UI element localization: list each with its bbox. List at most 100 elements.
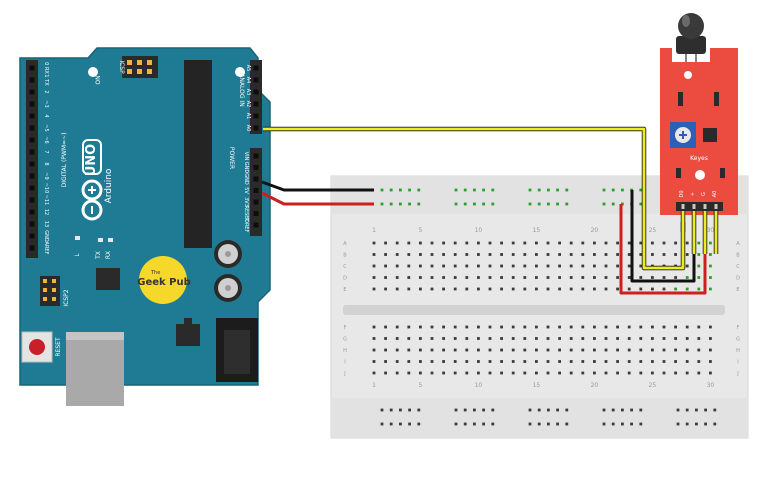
rail-hole [463,188,467,192]
breadboard-hole [627,371,631,375]
digital-pin [29,65,35,71]
breadboard-hole [581,325,585,329]
breadboard-hole [616,253,619,256]
breadboard-hole [500,371,503,375]
digital-pin-label: ~6 [43,136,49,143]
breadboard-hole [674,360,677,363]
breadboard-hole [616,287,619,291]
rail-hole [556,188,559,192]
row-letter: C [343,264,347,270]
rail-hole [528,202,532,206]
analog-pin-label: A4 [245,77,251,84]
breadboard-hole [407,337,411,340]
sensor-header [676,202,723,211]
rail-hole [565,408,569,412]
breadboard-hole [593,337,596,340]
rail-hole [556,422,559,426]
sensor-pin-label: + [690,192,696,196]
breadboard-hole [627,348,631,352]
digital-pin-label: AREF [43,242,49,255]
breadboard-hole [581,264,585,268]
breadboard-hole [384,325,387,329]
rail-hole [380,422,384,426]
breadboard-hole [523,348,527,352]
breadboard-hole [581,371,585,375]
analog-pin [253,101,259,107]
breadboard-hole [639,371,643,375]
geek-pub-sticker: The Geek Pub [137,256,191,304]
rail-hole [602,422,606,426]
breadboard-hole [477,253,480,256]
rail-hole [482,422,485,426]
breadboard-hole [546,253,550,256]
breadboard-hole [384,276,387,279]
breadboard-hole [558,325,561,329]
breadboard-hole [500,264,503,268]
breadboard-hole [662,253,666,256]
breadboard-hole [442,360,445,363]
breadboard-hole [639,264,643,268]
signal-wire-fill [263,127,685,270]
breadboard-hole [662,348,666,352]
breadboard-hole [465,276,469,279]
breadboard-hole [419,360,422,363]
breadboard-hole [477,241,480,245]
breadboard-hole [488,264,492,268]
breadboard-hole [581,360,585,363]
breadboard-hole [419,371,422,375]
digital-pin [29,161,35,167]
rail-hole [556,408,559,412]
rail-hole [565,202,569,206]
breadboard-hole [685,325,689,329]
sensor-pin [692,204,696,209]
breadboard-hole [477,325,480,329]
dc-jack [216,318,258,382]
breadboard-hole [535,276,538,279]
rail-hole [399,188,402,192]
breadboard-hole [558,264,561,268]
breadboard-hole [465,241,469,245]
breadboard-hole [384,348,387,352]
rail-hole [417,188,421,192]
smd-component [720,168,725,178]
breadboard-hole [697,241,701,245]
usb-chip [96,268,120,290]
breadboard-hole [674,348,677,352]
breadboard-hole [569,348,573,352]
breadboard-hole [511,241,515,245]
breadboard-hole [488,348,492,352]
breadboard-hole [616,337,619,340]
breadboard-hole [581,276,585,279]
breadboard-hole [395,287,399,291]
breadboard-hole [685,253,689,256]
breadboard-hole [546,241,550,245]
tx-label: TX [95,251,102,260]
rail-hole [454,408,458,412]
breadboard-hole [511,325,515,329]
rail-hole [639,202,643,206]
rail-hole [389,202,393,206]
rail-hole [463,408,467,412]
breadboard-hole [662,337,666,340]
reset-button[interactable] [21,331,53,363]
breadboard-hole [639,253,643,256]
analog-pin-label: A5 [245,65,251,72]
breadboard-hole [685,264,689,268]
rail-hole [417,202,421,206]
power-pin-label: GND [243,173,249,185]
power-pin [253,176,259,182]
power-pin-label: IOREF [243,218,249,233]
breadboard-hole [569,276,573,279]
analog-pin [253,65,259,71]
row-letter: I [737,360,738,366]
breadboard-hole [453,325,457,329]
digital-pin [29,77,35,83]
breadboard-hole [616,264,619,268]
breadboard-hole [384,287,387,291]
uno-logo [81,139,103,221]
breadboard-hole [465,337,469,340]
breadboard-hole [616,348,619,352]
breadboard-hole [419,264,422,268]
column-number: 1 [372,382,376,389]
